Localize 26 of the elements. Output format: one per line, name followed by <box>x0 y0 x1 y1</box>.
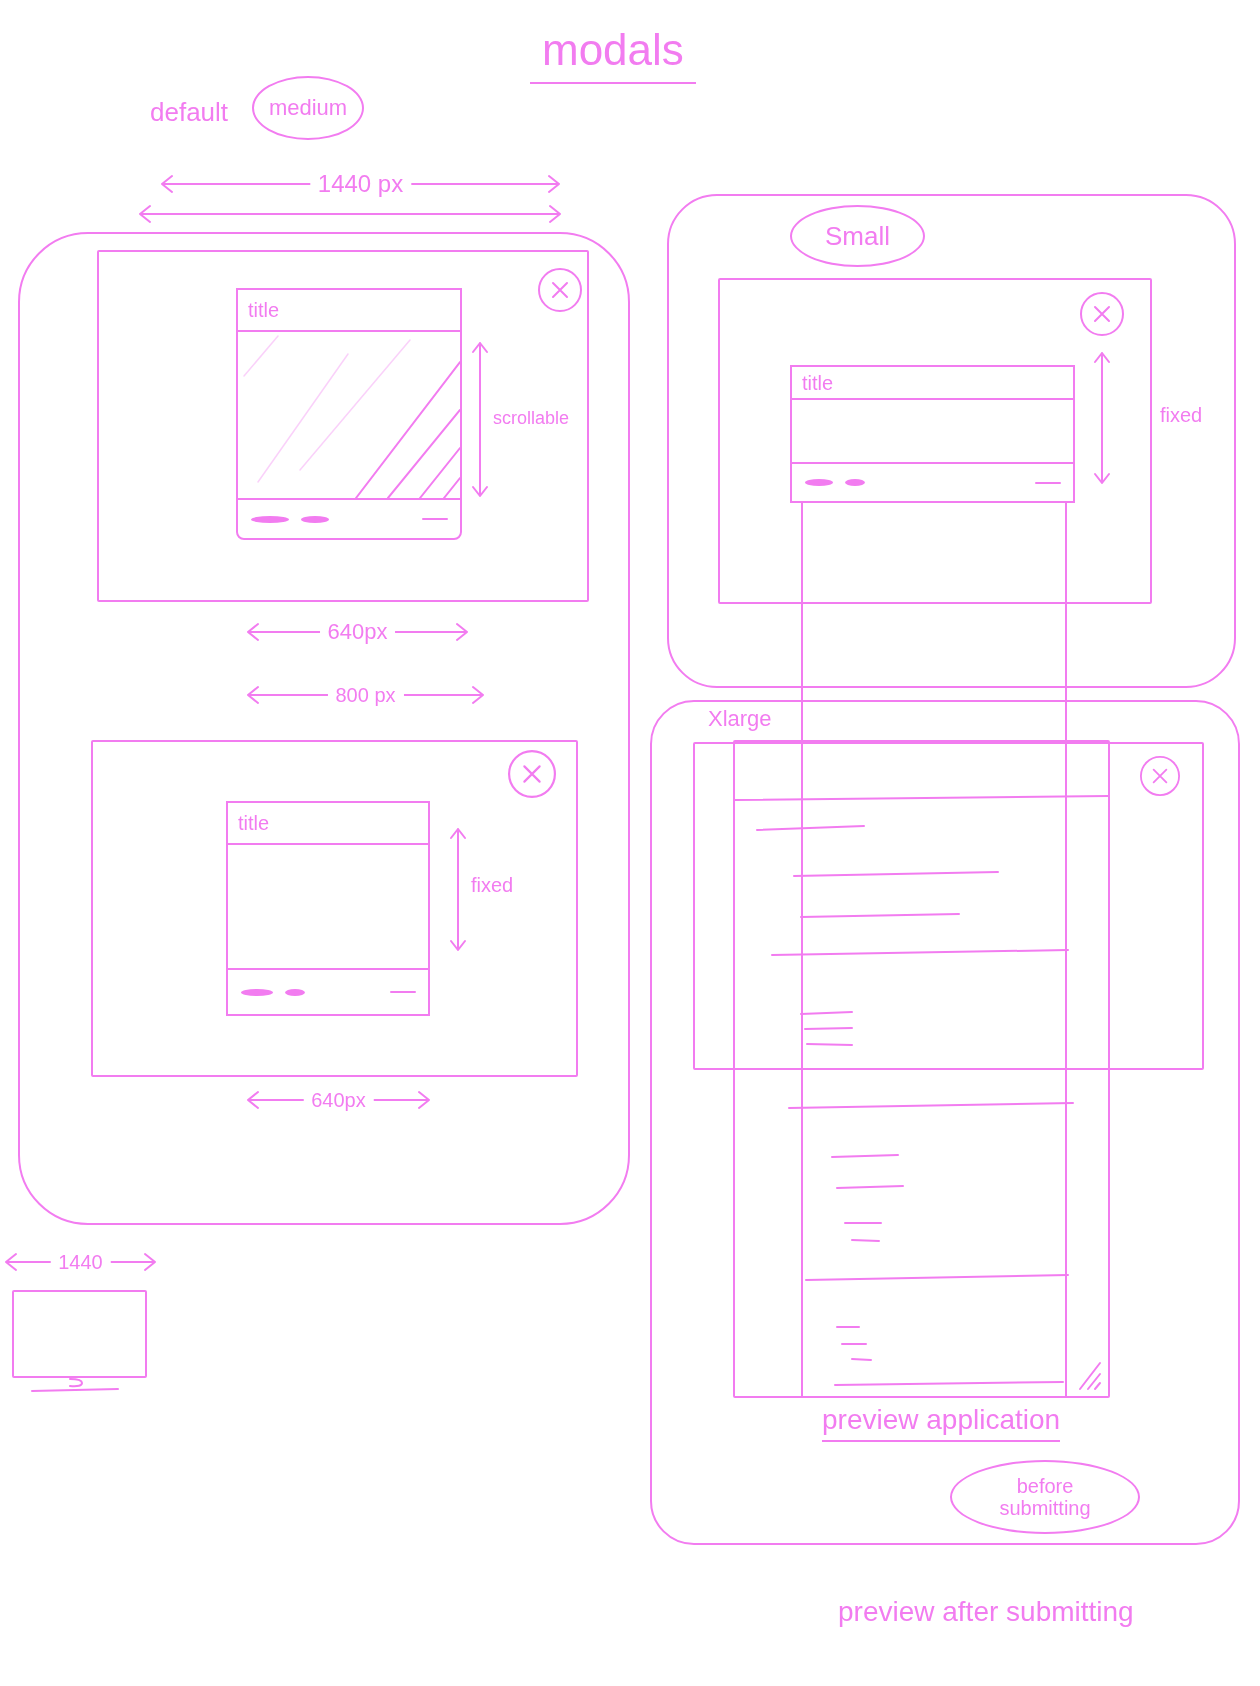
modal-window <box>790 365 1075 503</box>
circled-annotation: medium <box>252 76 364 140</box>
annotation: fixed <box>1160 404 1203 427</box>
title: modals <box>530 26 696 85</box>
rounded-panel <box>667 194 1236 688</box>
circled-annotation: before submitting <box>950 1460 1140 1534</box>
screen-frame <box>693 742 1204 1070</box>
modal-window <box>236 288 462 540</box>
connector-line <box>1065 502 1067 741</box>
modal-title: title <box>238 812 270 834</box>
screen-frame <box>97 250 589 602</box>
screen-frame <box>91 740 578 1077</box>
modal-window <box>226 801 430 1016</box>
annotation: fixed <box>471 874 514 897</box>
circled-heading: Small <box>790 205 925 267</box>
annotation: preview after submitting <box>838 1596 1134 1629</box>
annotation: preview application <box>822 1404 1061 1443</box>
monitor-screen <box>12 1290 147 1378</box>
rounded-panel <box>650 700 1240 1545</box>
connector-line <box>801 502 803 741</box>
annotation: default <box>150 98 229 128</box>
annotation: scrollable <box>493 408 570 429</box>
modal-title: title <box>248 299 280 321</box>
modal-title: title <box>802 371 834 394</box>
panel-heading: Xlarge <box>708 705 773 733</box>
screen-frame <box>718 278 1152 604</box>
